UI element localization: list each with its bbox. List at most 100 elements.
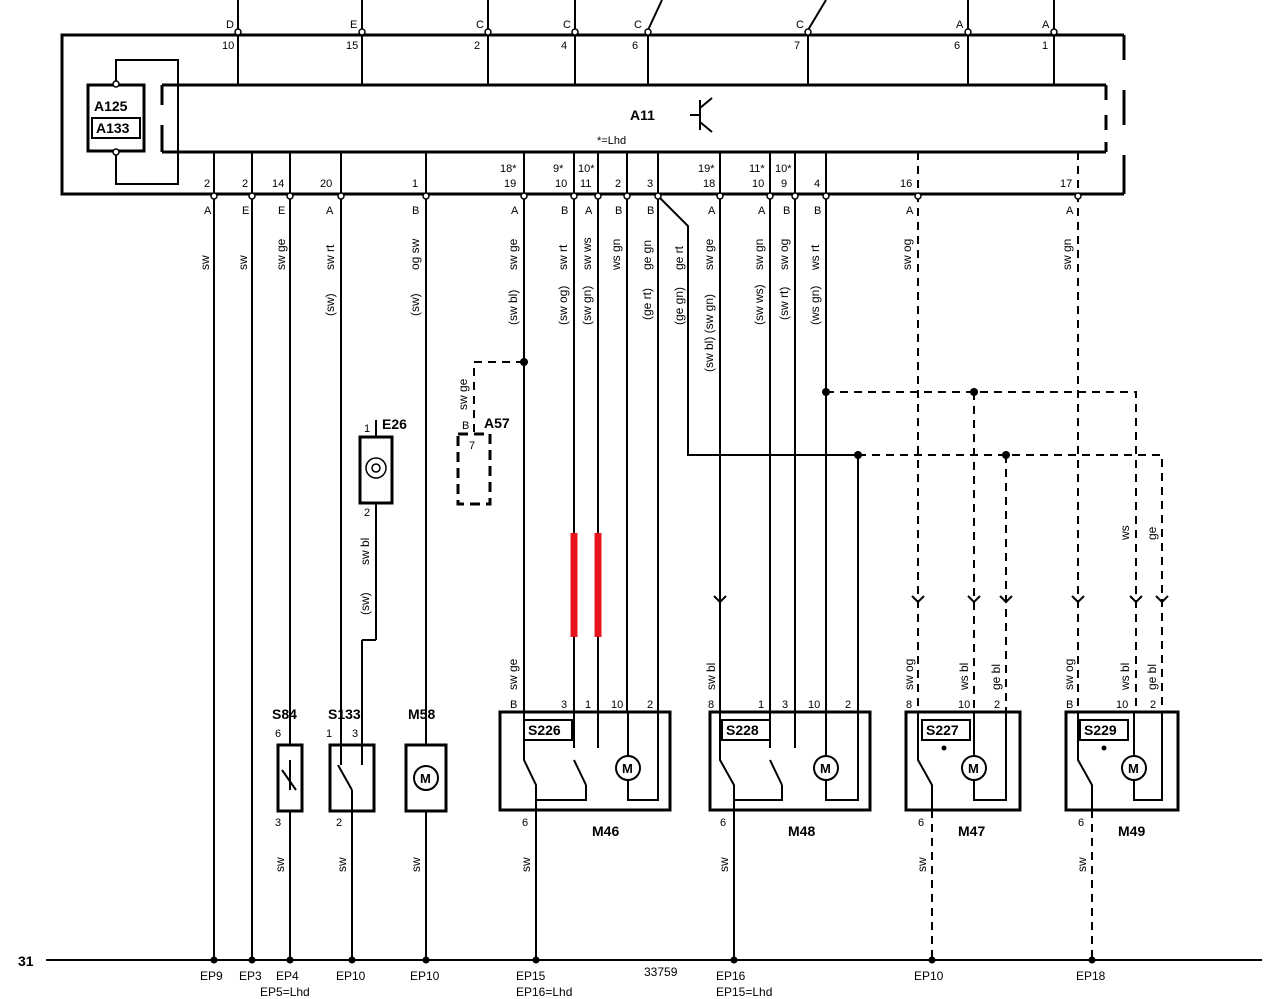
pin-num: 9 xyxy=(781,178,787,190)
wire-color-labels: sw sw sw ge sw rt (sw) og sw (sw) sw ge … xyxy=(198,237,1074,372)
m47-wire: ws bl xyxy=(957,663,971,691)
motor-symbol: M xyxy=(820,761,831,776)
s229-label: S229 xyxy=(1084,722,1117,738)
wire-label: sw rt xyxy=(556,244,570,270)
s133-pin-bot: 2 xyxy=(336,817,342,829)
pin-num: 3 xyxy=(647,178,653,190)
wire-label: sw gn xyxy=(1060,239,1074,270)
bottom-wires xyxy=(213,152,1163,960)
m46-motor-unit: S226 B 3 1 10 2 6 sw ge M M46 xyxy=(498,658,672,960)
pin-alt: 19* xyxy=(698,163,715,175)
wire-label: sw ge xyxy=(506,238,520,270)
pin-letter: B xyxy=(412,205,419,217)
m49-pin: 2 xyxy=(1150,699,1156,711)
m49-wire: ge bl xyxy=(1145,664,1159,690)
s133-pin-b: 3 xyxy=(352,728,358,740)
wire-label-alt: (ge gn) xyxy=(672,287,686,325)
top-pin-num: 15 xyxy=(346,40,358,52)
ground-point-labels: EP9 EP3 EP4 EP5=Lhd EP10 EP10 EP15 EP16=… xyxy=(200,965,1106,999)
m49-pin: 10 xyxy=(1116,699,1128,711)
pin-alt: 11* xyxy=(749,163,765,175)
ground-wire: sw xyxy=(717,857,731,872)
e26-lamp: E26 1 2 sw bl (sw) xyxy=(358,416,407,745)
pin-letter: A xyxy=(758,205,766,217)
ground-point: EP16 xyxy=(716,969,746,983)
lhd-note: *=Lhd xyxy=(597,135,626,147)
top-pin-letter: C xyxy=(634,19,642,31)
m47-motor-unit: S227 8 10 2 6 sw og ws bl ge bl M M47 xyxy=(902,659,1022,960)
s227-label: S227 xyxy=(926,722,959,738)
m47-wire: ge bl xyxy=(989,664,1003,690)
pin-alt: 10* xyxy=(775,163,792,175)
e26-wire: sw bl xyxy=(358,538,372,565)
wire-label: sw ge xyxy=(274,238,288,270)
e26-wire-alt: (sw) xyxy=(358,592,372,615)
wire-label-alt: (sw ws) xyxy=(752,284,766,325)
pin-letter: A xyxy=(511,205,519,217)
pin-letter: A xyxy=(326,205,334,217)
top-pin-num: 4 xyxy=(561,40,567,52)
wire-label: sw xyxy=(236,255,250,270)
pin-num: 17 xyxy=(1060,178,1072,190)
m48-motor-unit: S228 8 1 3 10 2 6 sw bl M M48 xyxy=(704,663,872,960)
ground-point: EP15 xyxy=(516,969,546,983)
ground-label: 31 xyxy=(18,953,34,969)
m47-pin: 10 xyxy=(958,699,970,711)
top-pin-num: 10 xyxy=(222,40,234,52)
top-pin-letter: D xyxy=(226,19,234,31)
wire-label-alt: (sw) xyxy=(323,293,337,316)
pin-num: 1 xyxy=(412,178,418,190)
m49-wire: sw og xyxy=(1062,659,1076,690)
motor-symbol: M xyxy=(420,771,431,786)
pin-letter: B xyxy=(647,205,654,217)
wire-label: ge gn xyxy=(640,240,654,270)
top-pin-num: 6 xyxy=(632,40,638,52)
s84-pin-bot: 3 xyxy=(275,817,281,829)
pin-alt: 10* xyxy=(578,163,595,175)
wire-label-alt: (ge rt) xyxy=(640,288,654,320)
m49-pin-bot: 6 xyxy=(1078,817,1084,829)
ground-wire: sw xyxy=(335,857,349,872)
m48-pin: 10 xyxy=(808,699,820,711)
bottom-pin-labels: 2 A 2 E 14 E 20 A 1 B 18* 19 A 9* 10 B 1… xyxy=(204,163,1074,217)
m48-label: M48 xyxy=(788,823,815,839)
top-pin-num: 6 xyxy=(954,40,960,52)
s84-pin-top: 6 xyxy=(275,728,281,740)
m48-pin-bot: 6 xyxy=(720,817,726,829)
m48-top-wire: sw bl xyxy=(704,663,718,690)
m49-label: M49 xyxy=(1118,823,1145,839)
ground-point: EP4 xyxy=(276,969,299,983)
pin-letter: E xyxy=(242,205,249,217)
m49-wire: ws bl xyxy=(1118,663,1132,691)
wire-label: sw rt xyxy=(323,244,337,270)
m58-motor: M58 M xyxy=(404,706,448,960)
top-pin-letter: C xyxy=(563,19,571,31)
pin-num: 4 xyxy=(814,178,820,190)
pin-alt: 9* xyxy=(553,163,564,175)
m46-pin: 10 xyxy=(611,699,623,711)
wire-label-alt: (sw bl) (sw gn) xyxy=(702,294,716,372)
ground-point-sub: EP5=Lhd xyxy=(260,985,310,999)
e26-label: E26 xyxy=(382,416,407,432)
a11-label: A11 xyxy=(630,107,655,123)
motor-symbol: M xyxy=(1128,761,1139,776)
m49-upper-wire: ge xyxy=(1145,526,1159,540)
pin-num: 11 xyxy=(580,178,591,190)
pin-num: 10 xyxy=(752,178,764,190)
wire-label-alt: (ws gn) xyxy=(808,286,822,325)
s84-switch: S84 6 3 xyxy=(272,706,304,960)
a125-label: A125 xyxy=(94,98,128,114)
pin-letter: A xyxy=(1066,205,1074,217)
wire-label-alt: (sw bl) xyxy=(506,290,520,325)
m48-pin: 1 xyxy=(758,699,764,711)
wire-label: sw ge xyxy=(702,238,716,270)
s133-pin-a: 1 xyxy=(326,728,332,740)
ground-rail: 31 xyxy=(18,953,1262,969)
wire-label-alt: (sw) xyxy=(408,293,422,316)
top-pin-num: 1 xyxy=(1042,40,1048,52)
m46-pin: 3 xyxy=(561,699,567,711)
m49-motor-unit: S229 B 10 2 6 sw og ws bl ge bl ws ge M … xyxy=(1062,525,1180,960)
pin-letter: A xyxy=(708,205,716,217)
m47-pin-bot: 6 xyxy=(918,817,924,829)
